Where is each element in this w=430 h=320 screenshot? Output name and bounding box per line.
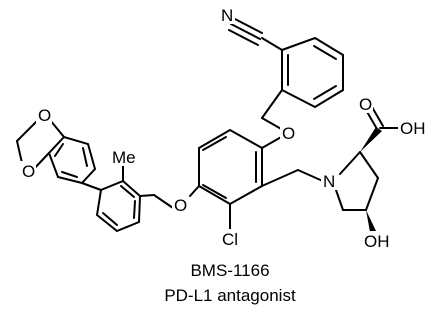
bond-ch2-n-2 <box>297 169 326 183</box>
atom-o-benzyl-ether-top: O <box>282 124 295 143</box>
ring-cyanophenyl-db1 <box>313 45 337 60</box>
ring-cyanophenyl <box>281 36 344 109</box>
bond-ch2-ring-left <box>139 194 155 197</box>
dioxane-3 <box>16 140 23 164</box>
ring-cyanophenyl-db2 <box>313 85 337 100</box>
bond-biaryl <box>81 182 102 191</box>
bond-ch2-n-1 <box>261 169 299 187</box>
bonds <box>16 17 403 233</box>
bond-co-1 <box>365 109 378 130</box>
atom-me: Me <box>112 148 136 167</box>
atom-n-pyrrolidine: N <box>323 172 335 191</box>
ring-central-db2 <box>202 184 227 199</box>
ring-tolyl-db1 <box>120 185 135 198</box>
bond-ring-o-left <box>189 185 200 197</box>
label-bg-me <box>110 147 140 166</box>
pyrrolidine-3 <box>365 177 379 211</box>
label-bg-oh-acid <box>398 118 428 137</box>
ring-tolyl-db3 <box>133 200 136 219</box>
caption-compound-name: BMS-1166 <box>190 261 269 280</box>
bond-ch2-top-1 <box>261 89 283 119</box>
label-bg-cl <box>220 229 240 248</box>
label-bg-o-dioxane-bottom <box>20 161 36 180</box>
ring-central <box>198 128 263 206</box>
atom-o-benzyl-ether-left: O <box>174 196 187 215</box>
label-bg-oh-hydroxyl <box>362 231 392 250</box>
label-bg-o-left <box>172 195 188 214</box>
pyrrolidine-1 <box>339 151 361 175</box>
atom-cl: Cl <box>222 230 238 249</box>
bond-cn-ring <box>261 37 283 51</box>
ring-benzodioxane-db1 <box>82 147 88 167</box>
atom-oh-hydroxyl: OH <box>364 232 390 251</box>
caption-description: PD-L1 antagonist <box>164 286 296 305</box>
bond-o-ch2-left <box>153 194 174 209</box>
label-bg-o-carbonyl <box>357 94 373 113</box>
label-bg-n-nitrile <box>219 5 235 24</box>
pyrrolidine-2 <box>359 151 379 179</box>
atom-n-nitrile: N <box>221 6 233 25</box>
ring-central-db3 <box>202 136 227 151</box>
bond-nitrile-3 <box>228 29 259 46</box>
ring-tolyl <box>95 179 142 233</box>
label-bg-o-dioxane-top <box>36 105 52 124</box>
atom-oh-acid: OH <box>400 119 426 138</box>
atom-labels: N O O OH N Me O O O Cl OH <box>20 5 428 251</box>
ring-benzodioxane-db3 <box>61 171 78 178</box>
pyrrolidine-5 <box>335 189 344 211</box>
wedge-hydroxyl <box>366 210 376 232</box>
ring-tolyl-db2 <box>102 212 118 226</box>
bond-nitrile-1 <box>232 17 263 34</box>
ring-benzodioxane-db2 <box>54 143 64 157</box>
label-bg-n-pyrrolidine <box>321 171 337 190</box>
wedge-acid <box>360 127 382 152</box>
atom-o-carbonyl: O <box>359 95 372 114</box>
dioxane-1 <box>49 119 65 138</box>
label-bg-o-top <box>280 123 296 142</box>
atom-o-dioxane-bottom: O <box>22 162 35 181</box>
bond-co-2 <box>371 106 384 127</box>
bond-ch2-top-2 <box>261 117 284 131</box>
bond-ring-o-top <box>261 135 284 149</box>
bond-nitrile-2 <box>230 23 261 40</box>
atom-o-dioxane-top: O <box>38 106 51 125</box>
